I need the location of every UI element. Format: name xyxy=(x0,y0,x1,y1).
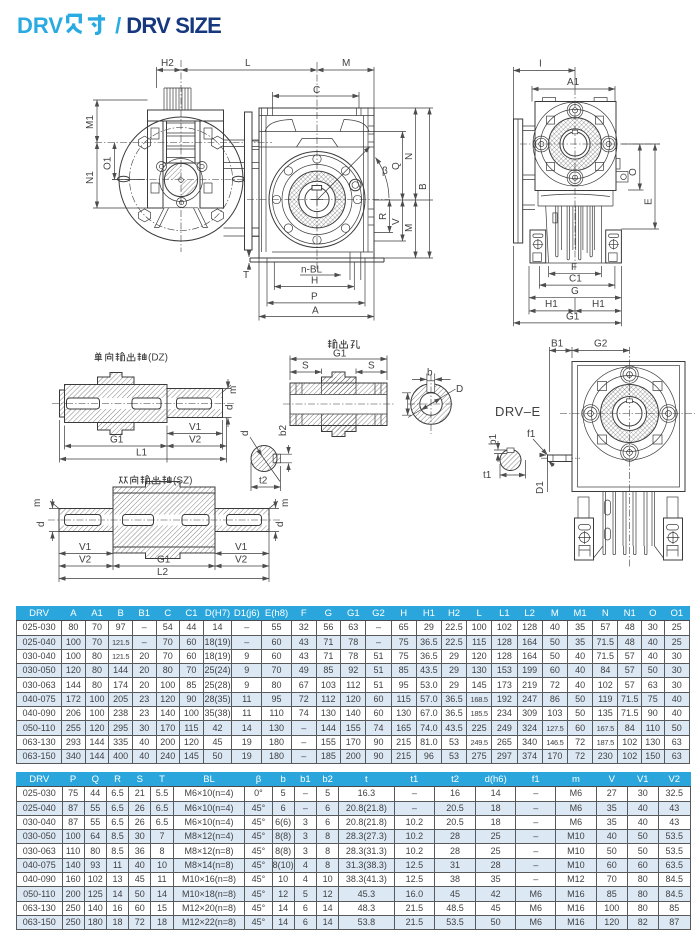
svg-text:D: D xyxy=(456,384,463,395)
svg-text:B: B xyxy=(418,183,429,190)
svg-text:d: d xyxy=(275,521,286,527)
svg-text:V1: V1 xyxy=(235,542,248,553)
svg-text:G1: G1 xyxy=(333,349,347,360)
svg-text:b2: b2 xyxy=(278,424,289,436)
svg-text:L: L xyxy=(245,58,251,69)
svg-text:m: m xyxy=(280,499,291,507)
svg-text:O: O xyxy=(628,168,639,176)
svg-text:G1: G1 xyxy=(157,555,171,566)
svg-text:M1: M1 xyxy=(85,115,96,129)
svg-text:V1: V1 xyxy=(79,542,92,553)
svg-text:b1: b1 xyxy=(488,433,499,445)
svg-text:I: I xyxy=(539,59,542,70)
svg-text:M: M xyxy=(342,58,350,69)
svg-text:m: m xyxy=(32,499,43,507)
svg-text:DRV–E: DRV–E xyxy=(495,404,541,419)
svg-text:V2: V2 xyxy=(189,435,202,446)
svg-text:t2: t2 xyxy=(259,476,268,487)
svg-text:D1: D1 xyxy=(535,481,546,494)
svg-text:T: T xyxy=(243,270,249,281)
svg-text:O1: O1 xyxy=(103,156,114,170)
svg-text:n-BL: n-BL xyxy=(301,265,323,276)
svg-text:N1: N1 xyxy=(85,171,96,184)
svg-text:V1: V1 xyxy=(189,422,202,433)
svg-text:t1: t1 xyxy=(483,470,492,481)
svg-text:m: m xyxy=(228,386,239,394)
svg-text:N: N xyxy=(404,153,415,160)
svg-text:M: M xyxy=(404,224,415,232)
svg-text:H: H xyxy=(311,276,318,287)
svg-text:R: R xyxy=(378,213,389,220)
svg-text:H2: H2 xyxy=(161,58,174,69)
svg-text:C1: C1 xyxy=(569,274,582,285)
svg-text:H1: H1 xyxy=(592,299,605,310)
svg-text:S: S xyxy=(368,361,375,372)
svg-text:B1: B1 xyxy=(551,339,564,350)
svg-text:d: d xyxy=(36,521,47,527)
svg-text:L1: L1 xyxy=(136,448,148,459)
svg-text:(SZ): (SZ) xyxy=(173,476,192,487)
svg-text:V2: V2 xyxy=(235,555,248,566)
svg-text:f1: f1 xyxy=(527,429,536,440)
svg-text:E: E xyxy=(644,198,655,205)
svg-text:d: d xyxy=(240,430,251,436)
svg-text:C: C xyxy=(313,85,320,96)
svg-text:G2: G2 xyxy=(594,339,608,350)
svg-text:β: β xyxy=(382,166,388,177)
svg-text:V2: V2 xyxy=(79,555,92,566)
svg-text:H1: H1 xyxy=(545,299,558,310)
svg-text:(DZ): (DZ) xyxy=(148,353,168,364)
svg-text:L2: L2 xyxy=(157,567,169,578)
svg-text:F: F xyxy=(571,262,577,273)
svg-text:A1: A1 xyxy=(567,77,580,88)
svg-text:V: V xyxy=(391,218,402,225)
svg-text:G1: G1 xyxy=(110,435,124,446)
svg-text:G1: G1 xyxy=(566,311,580,322)
svg-text:d: d xyxy=(225,404,236,410)
svg-text:A: A xyxy=(312,306,319,317)
svg-text:Q: Q xyxy=(391,162,402,170)
svg-text:P: P xyxy=(311,292,318,303)
svg-text:S: S xyxy=(302,361,309,372)
svg-text:b: b xyxy=(427,368,433,379)
svg-text:G: G xyxy=(571,286,579,297)
